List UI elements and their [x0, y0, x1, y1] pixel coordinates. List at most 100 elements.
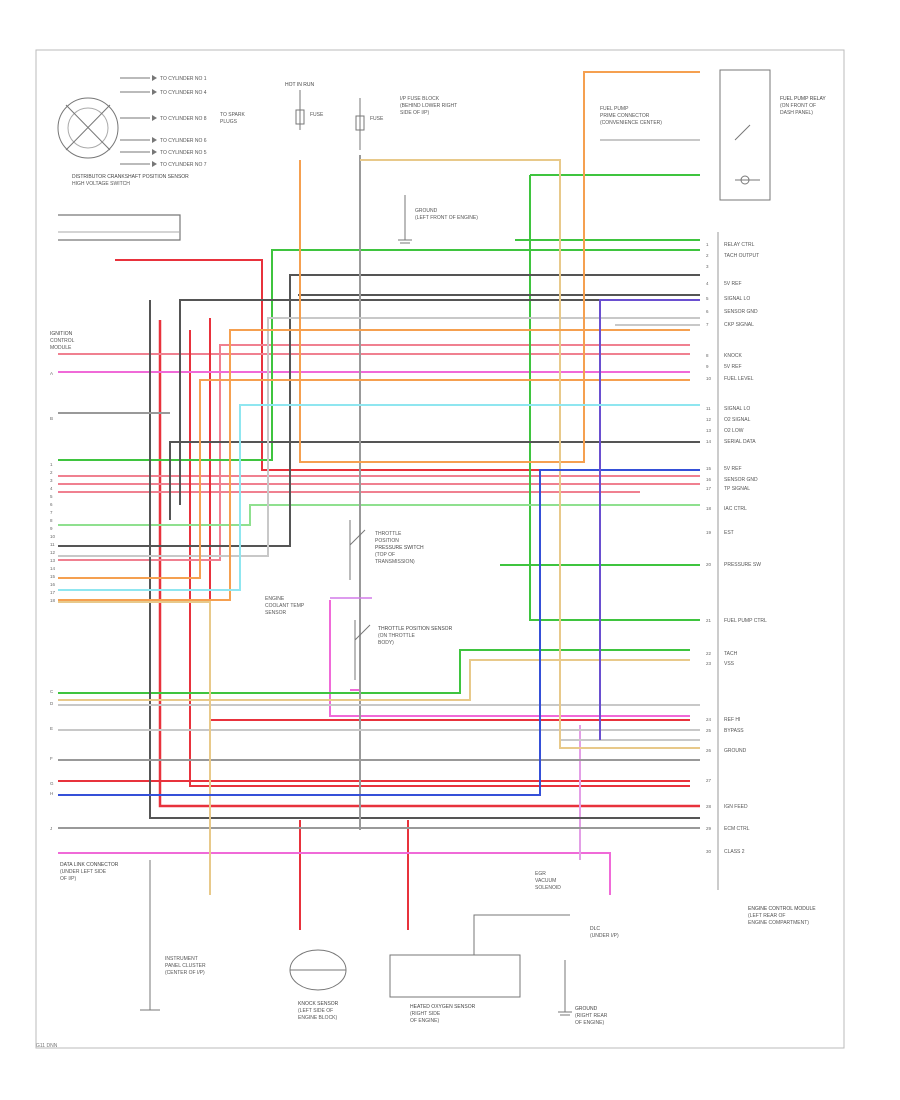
- svg-text:SERIAL DATA: SERIAL DATA: [724, 439, 756, 445]
- svg-text:TO CYLINDER NO 6: TO CYLINDER NO 6: [160, 138, 207, 144]
- svg-text:SENSOR GND: SENSOR GND: [724, 309, 758, 315]
- svg-text:16: 16: [50, 582, 56, 587]
- svg-text:BODY): BODY): [378, 640, 394, 646]
- svg-text:SENSOR: SENSOR: [265, 610, 287, 616]
- svg-text:30: 30: [706, 849, 712, 854]
- svg-text:SIDE OF I/P): SIDE OF I/P): [400, 110, 430, 116]
- svg-text:29: 29: [706, 826, 712, 831]
- svg-text:22: 22: [706, 651, 712, 656]
- distributor-label: DISTRIBUTOR CRANKSHAFT POSITION SENSOR: [72, 174, 189, 180]
- svg-text:ENGINE BLOCK): ENGINE BLOCK): [298, 1015, 338, 1021]
- svg-text:OF ENGINE): OF ENGINE): [410, 1018, 440, 1024]
- svg-text:SENSOR GND: SENSOR GND: [724, 477, 758, 483]
- svg-text:18: 18: [50, 598, 56, 603]
- svg-text:1: 1: [50, 462, 53, 467]
- svg-text:20: 20: [706, 562, 712, 567]
- svg-text:(ON FRONT OF: (ON FRONT OF: [780, 103, 816, 109]
- svg-text:21: 21: [706, 618, 712, 623]
- svg-text:TP SIGNAL: TP SIGNAL: [724, 486, 750, 492]
- svg-text:IAC CTRL: IAC CTRL: [724, 506, 747, 512]
- svg-text:17: 17: [50, 590, 56, 595]
- svg-text:INSTRUMENT: INSTRUMENT: [165, 956, 198, 962]
- svg-text:12: 12: [50, 550, 56, 555]
- svg-text:O2 SIGNAL: O2 SIGNAL: [724, 417, 751, 423]
- svg-text:MODULE: MODULE: [50, 345, 72, 351]
- svg-text:HIGH VOLTAGE SWITCH: HIGH VOLTAGE SWITCH: [72, 181, 130, 187]
- svg-text:SIGNAL LO: SIGNAL LO: [724, 406, 750, 412]
- svg-text:(ON THROTTLE: (ON THROTTLE: [378, 633, 416, 639]
- svg-text:IGN FEED: IGN FEED: [724, 804, 748, 810]
- svg-text:10: 10: [706, 376, 712, 381]
- svg-text:(BEHIND LOWER RIGHT: (BEHIND LOWER RIGHT: [400, 103, 457, 109]
- svg-text:14: 14: [706, 439, 712, 444]
- knock-sensor-label: KNOCK SENSOR: [298, 1001, 339, 1007]
- svg-text:TACH: TACH: [724, 651, 738, 657]
- svg-text:(TOP OF: (TOP OF: [375, 552, 395, 558]
- svg-text:12: 12: [706, 417, 712, 422]
- svg-text:FUEL PUMP CTRL: FUEL PUMP CTRL: [724, 618, 767, 624]
- svg-text:28: 28: [706, 804, 712, 809]
- svg-text:DASH PANEL): DASH PANEL): [780, 110, 813, 116]
- data-link-label: DATA LINK CONNECTOR: [60, 862, 119, 868]
- svg-text:27: 27: [706, 778, 712, 783]
- svg-text:I/P FUSE BLOCK: I/P FUSE BLOCK: [400, 96, 440, 102]
- svg-text:BYPASS: BYPASS: [724, 728, 744, 734]
- svg-text:H: H: [50, 791, 53, 796]
- svg-text:13: 13: [706, 428, 712, 433]
- svg-text:TACH OUTPUT: TACH OUTPUT: [724, 253, 759, 259]
- svg-text:RELAY CTRL: RELAY CTRL: [724, 242, 755, 248]
- svg-text:ENGINE: ENGINE: [265, 596, 285, 602]
- ground-label: GROUND: [575, 1006, 598, 1012]
- svg-text:5V REF: 5V REF: [724, 364, 742, 370]
- svg-text:24: 24: [706, 717, 712, 722]
- svg-text:COOLANT TEMP: COOLANT TEMP: [265, 603, 305, 609]
- svg-text:26: 26: [706, 748, 712, 753]
- svg-text:TO CYLINDER NO 4: TO CYLINDER NO 4: [160, 90, 207, 96]
- svg-text:4: 4: [50, 486, 53, 491]
- svg-text:TO CYLINDER NO 5: TO CYLINDER NO 5: [160, 150, 207, 156]
- svg-text:OF I/P): OF I/P): [60, 876, 76, 882]
- svg-text:23: 23: [706, 661, 712, 666]
- svg-text:17: 17: [706, 486, 712, 491]
- pressure-switch-label: PRESSURE SWITCH: [375, 545, 424, 551]
- diagram-code: G11 DNN: [36, 1043, 58, 1049]
- svg-text:PRIME CONNECTOR: PRIME CONNECTOR: [600, 113, 650, 119]
- connector-label: DLC: [590, 926, 600, 932]
- svg-text:GROUND: GROUND: [724, 748, 747, 754]
- svg-text:5V REF: 5V REF: [724, 281, 742, 287]
- svg-text:REF HI: REF HI: [724, 717, 740, 723]
- svg-text:J: J: [50, 826, 52, 831]
- svg-text:(RIGHT REAR: (RIGHT REAR: [575, 1013, 608, 1019]
- ignition-switch-label: HOT IN RUN: [285, 82, 314, 88]
- svg-text:2: 2: [706, 253, 709, 258]
- svg-text:10: 10: [50, 534, 56, 539]
- svg-text:CONTROL: CONTROL: [50, 338, 75, 344]
- ecm-label: ENGINE CONTROL MODULE: [748, 906, 816, 912]
- svg-text:8: 8: [706, 353, 709, 358]
- svg-text:(CENTER OF I/P): (CENTER OF I/P): [165, 970, 205, 976]
- svg-text:EGR: EGR: [535, 871, 546, 877]
- svg-text:ECM CTRL: ECM CTRL: [724, 826, 750, 832]
- svg-text:7: 7: [50, 510, 53, 515]
- throttle-sensors-label: THROTTLE POSITION SENSOR: [378, 626, 453, 632]
- svg-text:B: B: [50, 416, 53, 421]
- svg-text:KNOCK: KNOCK: [724, 353, 742, 359]
- svg-text:TO SPARK: TO SPARK: [220, 112, 245, 118]
- svg-text:(UNDER LEFT SIDE: (UNDER LEFT SIDE: [60, 869, 107, 875]
- svg-text:11: 11: [50, 542, 55, 547]
- svg-text:(RIGHT SIDE: (RIGHT SIDE: [410, 1011, 441, 1017]
- svg-text:(LEFT FRONT OF ENGINE): (LEFT FRONT OF ENGINE): [415, 215, 478, 221]
- svg-text:CLASS 2: CLASS 2: [724, 849, 745, 855]
- svg-text:O2 LOW: O2 LOW: [724, 428, 744, 434]
- svg-text:6: 6: [50, 502, 53, 507]
- svg-text:9: 9: [50, 526, 53, 531]
- svg-text:A: A: [50, 371, 53, 376]
- svg-text:14: 14: [50, 566, 56, 571]
- distributor-symbol: [57, 77, 150, 165]
- svg-text:ENGINE COMPARTMENT): ENGINE COMPARTMENT): [748, 920, 809, 926]
- wires: [58, 71, 700, 930]
- svg-text:15: 15: [50, 574, 56, 579]
- svg-text:FUEL LEVEL: FUEL LEVEL: [724, 376, 754, 382]
